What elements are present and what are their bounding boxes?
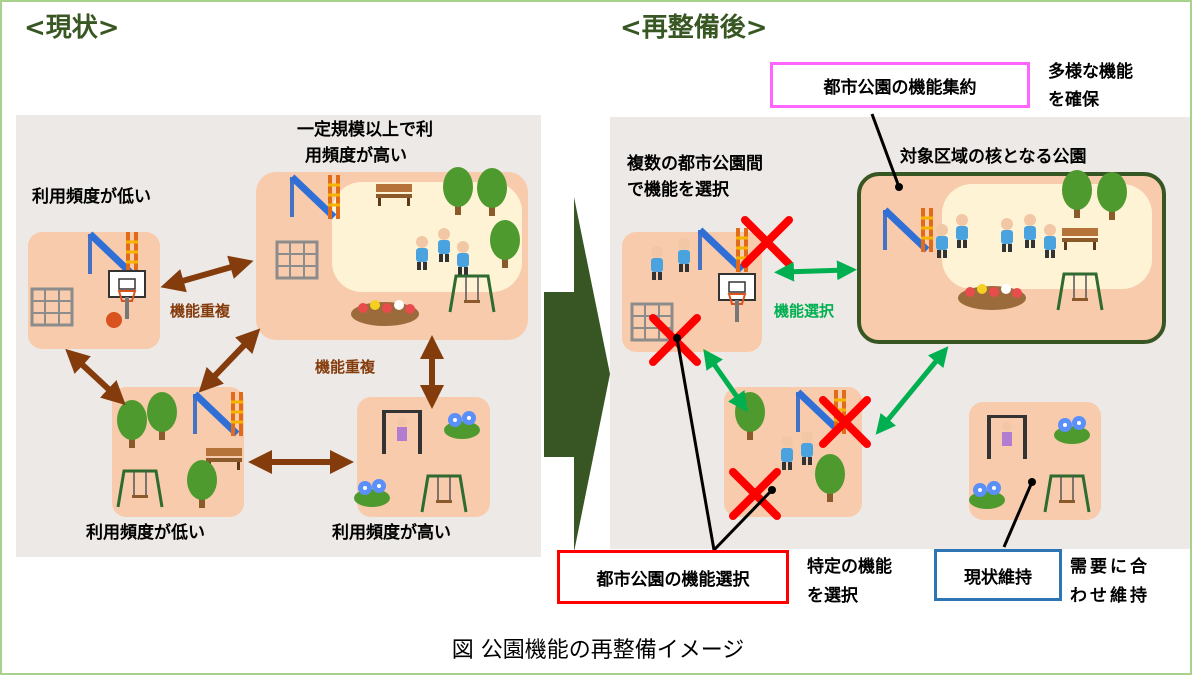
basketball-icon	[106, 312, 122, 328]
maintain-box: 現状維持	[934, 549, 1062, 601]
bottom-left-park-label: 利用頻度が低い	[86, 523, 205, 543]
large-park-label-line1: 一定規模以上で利	[297, 120, 433, 140]
small-park-left-label: 利用頻度が低い	[32, 187, 151, 207]
header-after: <再整備後>	[620, 13, 768, 43]
choose-note-line1: 特定の機能	[807, 557, 892, 577]
function-select-label: 機能選択	[774, 302, 835, 320]
header-current: <現状>	[24, 13, 120, 43]
overlap-label-2: 機能重複	[315, 358, 376, 376]
overlap-label-1: 機能重複	[170, 302, 231, 320]
choose-box: 都市公園の機能選択	[557, 550, 789, 604]
selection-arrows	[703, 260, 949, 435]
maintain-note-line1: 需要に合	[1070, 557, 1150, 577]
select-label-line2: で機能を選択	[627, 180, 729, 200]
callout-lines	[675, 113, 1034, 552]
maintain-note-line2: わせ維持	[1070, 586, 1150, 606]
overlap-arrows	[65, 255, 444, 474]
figure-caption: 図 公園機能の再整備イメージ	[451, 638, 745, 663]
choose-note-line2: を選択	[807, 586, 858, 606]
core-park-label: 対象区域の核となる公園	[900, 147, 1087, 167]
bottom-right-park-label: 利用頻度が高い	[332, 523, 451, 543]
large-park-label-line2: 用頻度が高い	[305, 146, 407, 166]
consolidate-note-line1: 多様な機能	[1048, 62, 1133, 82]
consolidate-note-line2: を確保	[1048, 90, 1099, 110]
select-label-line1: 複数の都市公園間	[627, 154, 763, 174]
consolidate-box: 都市公園の機能集約	[770, 62, 1030, 108]
transition-arrow	[544, 197, 610, 552]
